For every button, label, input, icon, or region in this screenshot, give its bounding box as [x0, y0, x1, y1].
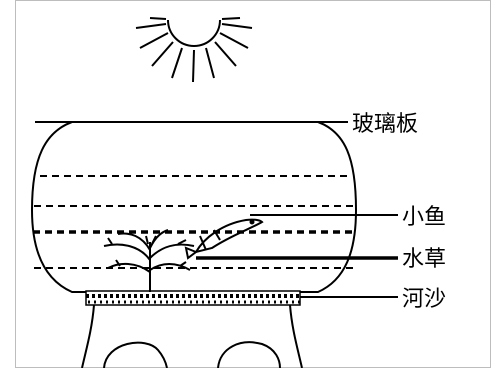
sun-icon [135, 17, 253, 83]
label-river-sand: 河沙 [402, 287, 446, 312]
sand-layer [85, 290, 301, 306]
fish-icon [184, 218, 264, 260]
water-plant-icon [103, 229, 195, 292]
water-lines [33, 175, 354, 269]
diagram-frame [15, 0, 491, 368]
label-small-fish: 小鱼 [402, 205, 446, 230]
label-water-plant: 水草 [402, 247, 446, 272]
bottle-stand [81, 304, 303, 368]
label-glass-plate: 玻璃板 [352, 112, 418, 137]
